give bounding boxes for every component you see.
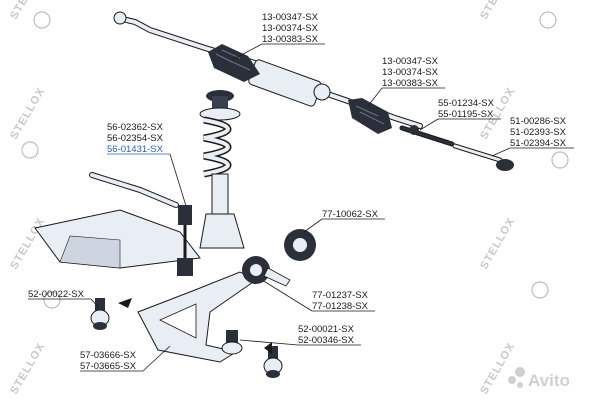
part-number: 55-01195-SX: [438, 109, 494, 120]
part-number: 52-00021-SX: [298, 324, 355, 335]
label-group-rack-boot-top: 13-00347-SX 13-00374-SX 13-00383-SX: [231, 12, 325, 61]
watermark-text: STELLOX: [8, 0, 47, 22]
subframe: [34, 209, 201, 269]
part-number: 13-00374-SX: [262, 23, 319, 34]
part-number: 77-01237-SX: [312, 290, 369, 301]
part-number: 56-02354-SX: [107, 133, 164, 144]
watermark-left-band: STELLOX STELLOX STELLOX STELLOX: [8, 0, 47, 397]
front-bushing: [242, 256, 291, 287]
tie-rod-end: [452, 143, 514, 171]
lower-control-arm: [137, 271, 257, 363]
part-number: 13-00383-SX: [262, 34, 319, 45]
part-number: 13-00347-SX: [262, 12, 319, 23]
stabilizer-link: [177, 205, 193, 276]
part-number: 77-01238-SX: [312, 301, 369, 312]
label-group-inner-tie-rod: 55-01234-SX 55-01195-SX: [419, 98, 501, 131]
part-number: 13-00383-SX: [382, 78, 439, 89]
watermark-right-band: STELLOX STELLOX STELLOX STELLOX: [478, 0, 517, 397]
label-group-ball-joint-left: 52-00022-SX: [28, 289, 100, 309]
label-group-rear-bushing: 77-10062-SX: [303, 209, 385, 233]
watermark-logo-marks: [21, 11, 569, 309]
strut-assembly: [199, 90, 245, 249]
rack-boot-left: [208, 44, 260, 82]
part-number: 56-02362-SX: [107, 122, 164, 133]
label-group-control-arm: 57-03666-SX 57-03665-SX: [80, 345, 171, 372]
part-number: 13-00374-SX: [382, 67, 439, 78]
ball-joint-left: [90, 298, 110, 330]
avito-logo: Avito: [508, 367, 570, 390]
label-group-rack-boot-right: 13-00347-SX 13-00374-SX 13-00383-SX: [367, 56, 445, 107]
arrow-icon: [264, 342, 272, 354]
part-number: 57-03665-SX: [80, 361, 137, 372]
label-group-front-bushing: 77-01237-SX 77-01238-SX: [261, 279, 375, 312]
part-number: 51-02393-SX: [510, 127, 567, 138]
ball-joint-right: [263, 346, 283, 378]
watermark-text: STELLOX: [8, 341, 47, 397]
label-group-ball-joint-right: 52-00021-SX 52-00346-SX: [239, 324, 361, 346]
arrow-icon: [118, 298, 132, 308]
avito-logo-text: Avito: [528, 371, 570, 390]
part-number-highlighted: 56-01431-SX: [107, 144, 164, 155]
watermark-text: STELLOX: [8, 216, 47, 272]
part-number: 55-01234-SX: [438, 98, 495, 109]
part-number: 57-03666-SX: [80, 350, 137, 361]
part-number: 51-00286-SX: [510, 116, 567, 127]
ball-joint-arm-mounted: [221, 330, 243, 355]
watermark-text: STELLOX: [478, 0, 517, 22]
watermark-text: STELLOX: [478, 216, 517, 272]
stabilizer-bar: [89, 172, 179, 208]
part-number: 13-00347-SX: [382, 56, 439, 67]
label-group-stabilizer-link: 56-02362-SX 56-02354-SX 56-01431-SX: [107, 122, 187, 207]
watermark-text: STELLOX: [478, 341, 517, 397]
part-number: 52-00022-SX: [28, 289, 85, 300]
rack-boot-right: [348, 98, 392, 134]
part-number: 77-10062-SX: [322, 209, 379, 220]
arrows: [118, 298, 272, 354]
rear-bushing: [284, 229, 316, 261]
label-group-tie-rod-end: 51-00286-SX 51-02393-SX 51-02394-SX: [491, 116, 574, 157]
inner-tie-rod: [399, 125, 455, 147]
watermark-text: STELLOX: [8, 86, 47, 142]
part-number: 51-02394-SX: [510, 138, 567, 149]
part-number: 52-00346-SX: [298, 335, 355, 346]
